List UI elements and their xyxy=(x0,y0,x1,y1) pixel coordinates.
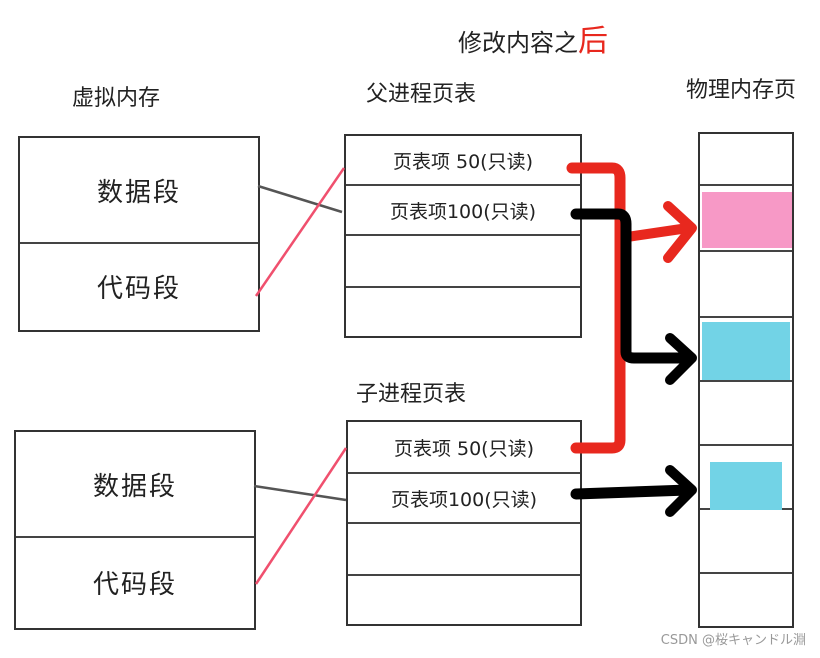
virtual-memory-label: 虚拟内存 xyxy=(72,86,161,111)
red-arrowhead-icon xyxy=(663,201,697,263)
cyan-memory-page-child xyxy=(710,462,782,510)
child-code-segment: 代码段 xyxy=(92,569,177,600)
parent-page-table: 页表项 50(只读) 页表项100(只读) xyxy=(344,134,582,338)
child-virtual-memory: 数据段 代码段 xyxy=(14,430,256,630)
diagram-title: 修改内容之后 xyxy=(458,16,608,60)
parent-code-segment: 代码段 xyxy=(96,273,181,304)
data-segment-mapping-line xyxy=(257,184,343,214)
parent-pte-empty xyxy=(346,236,580,288)
parent-pte-100: 页表项100(只读) xyxy=(346,186,580,236)
code-segment-mapping-line xyxy=(254,167,346,297)
memory-page xyxy=(700,318,792,382)
memory-page xyxy=(700,382,792,446)
memory-page xyxy=(700,510,792,574)
child-data-segment: 数据段 xyxy=(16,432,254,538)
black-arrowhead-icon xyxy=(665,465,697,517)
title-highlight: 后 xyxy=(578,24,608,59)
memory-page xyxy=(700,134,792,186)
title-prefix: 修改内容之 xyxy=(458,29,578,57)
black-arrow-line xyxy=(570,208,694,364)
black-arrow-line xyxy=(570,484,694,500)
data-segment-mapping-line xyxy=(253,484,347,502)
physical-memory xyxy=(698,132,794,628)
child-page-table: 页表项 50(只读) 页表项100(只读) xyxy=(346,420,582,626)
pink-memory-page xyxy=(702,192,792,248)
black-arrowhead-icon xyxy=(665,333,697,385)
parent-pte-50: 页表项 50(只读) xyxy=(346,136,580,186)
child-pte-100: 页表项100(只读) xyxy=(348,474,580,524)
memory-page xyxy=(700,252,792,318)
cyan-memory-page xyxy=(702,322,790,380)
parent-page-table-label: 父进程页表 xyxy=(366,82,477,107)
child-page-table-label: 子进程页表 xyxy=(356,382,467,407)
memory-page xyxy=(700,574,792,626)
parent-virtual-memory: 数据段 代码段 xyxy=(18,136,260,332)
physical-memory-label: 物理内存页 xyxy=(686,78,797,103)
red-arrow-line xyxy=(615,223,693,243)
child-pte-empty xyxy=(348,576,580,626)
child-pte-50: 页表项 50(只读) xyxy=(348,422,580,474)
code-segment-mapping-line xyxy=(254,447,348,585)
parent-pte-empty xyxy=(346,288,580,338)
parent-data-segment: 数据段 xyxy=(20,138,258,244)
watermark: CSDN @桜キャンドル淵 xyxy=(660,633,806,648)
child-pte-empty xyxy=(348,524,580,576)
memory-page xyxy=(700,186,792,252)
